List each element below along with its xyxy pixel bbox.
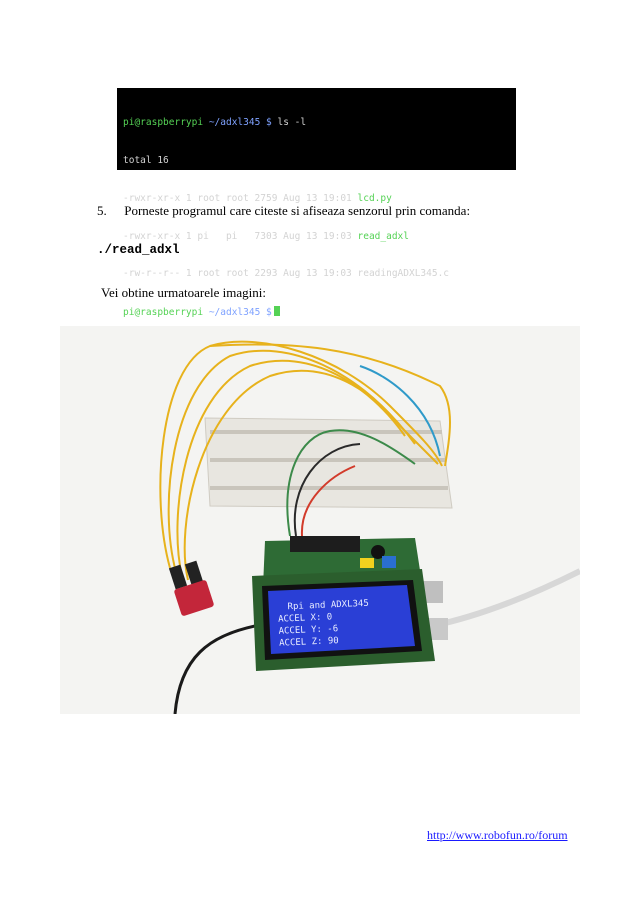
prompt-path: ~/adxl345 $ xyxy=(208,117,272,129)
power-cable xyxy=(173,624,256,714)
lcd-module: Rpi and ADXL345 ACCEL X: 0 ACCEL Y: -6 A… xyxy=(252,569,435,671)
step-5: 5. Porneste programul care citeste si af… xyxy=(97,203,470,219)
lcd-line-2: ACCEL X: 0 xyxy=(278,612,333,624)
terminal-command: ls -l xyxy=(277,117,307,129)
lcd-line-4: ACCEL Z: 90 xyxy=(279,636,339,649)
signal-wires xyxy=(286,365,441,537)
terminal-line: total 16 xyxy=(123,154,169,166)
file-meta: -rwxr-xr-x 1 root root 2759 Aug 13 19:01 xyxy=(123,192,358,204)
file-name: lcd.py xyxy=(357,192,392,204)
result-paragraph: Vei obtine urmatoarele imagini: xyxy=(101,285,266,300)
prompt-user: pi@raspberrypi xyxy=(123,117,204,129)
step-number: 5. xyxy=(97,203,107,218)
step-text: Porneste programul care citeste si afise… xyxy=(124,203,471,218)
prompt-path: ~/adxl345 $ xyxy=(208,307,272,319)
file-name: read_adxl xyxy=(357,230,409,242)
terminal-line: -rw-r--r-- 1 root root 2293 Aug 13 19:03… xyxy=(123,268,510,281)
ethernet-cable xyxy=(431,568,580,629)
terminal-screenshot: pi@raspberrypi ~/adxl345 $ ls -l total 1… xyxy=(117,88,516,318)
footer-link[interactable]: http://www.robofun.ro/forum xyxy=(427,828,568,842)
terminal-line: -rwxr-xr-x 1 pi pi 7303 Aug 13 19:03 rea… xyxy=(123,231,510,244)
terminal-line: -rwxr-xr-x 1 root root 2759 Aug 13 19:01… xyxy=(123,193,510,206)
terminal-cursor xyxy=(273,306,280,317)
hardware-photo: Rpi and ADXL345 ACCEL X: 0 ACCEL Y: -6 A… xyxy=(60,326,580,714)
adxl345-sensor xyxy=(168,560,214,616)
file-name: readingADXL345.c xyxy=(357,268,450,280)
lcd-line-1: Rpi and ADXL345 xyxy=(287,599,369,613)
command-line: ./read_adxl xyxy=(97,243,180,257)
terminal-line: pi@raspberrypi ~/adxl345 $ xyxy=(123,306,510,319)
prompt-user: pi@raspberrypi xyxy=(123,307,204,319)
file-meta: -rw-r--r-- 1 root root 2293 Aug 13 19:03 xyxy=(123,268,358,280)
file-meta: -rwxr-xr-x 1 pi pi 7303 Aug 13 19:03 xyxy=(123,230,358,242)
terminal-line: pi@raspberrypi ~/adxl345 $ ls -l xyxy=(123,117,510,130)
lcd-line-3: ACCEL Y: -6 xyxy=(278,624,338,637)
jumper-wires xyxy=(159,340,451,581)
